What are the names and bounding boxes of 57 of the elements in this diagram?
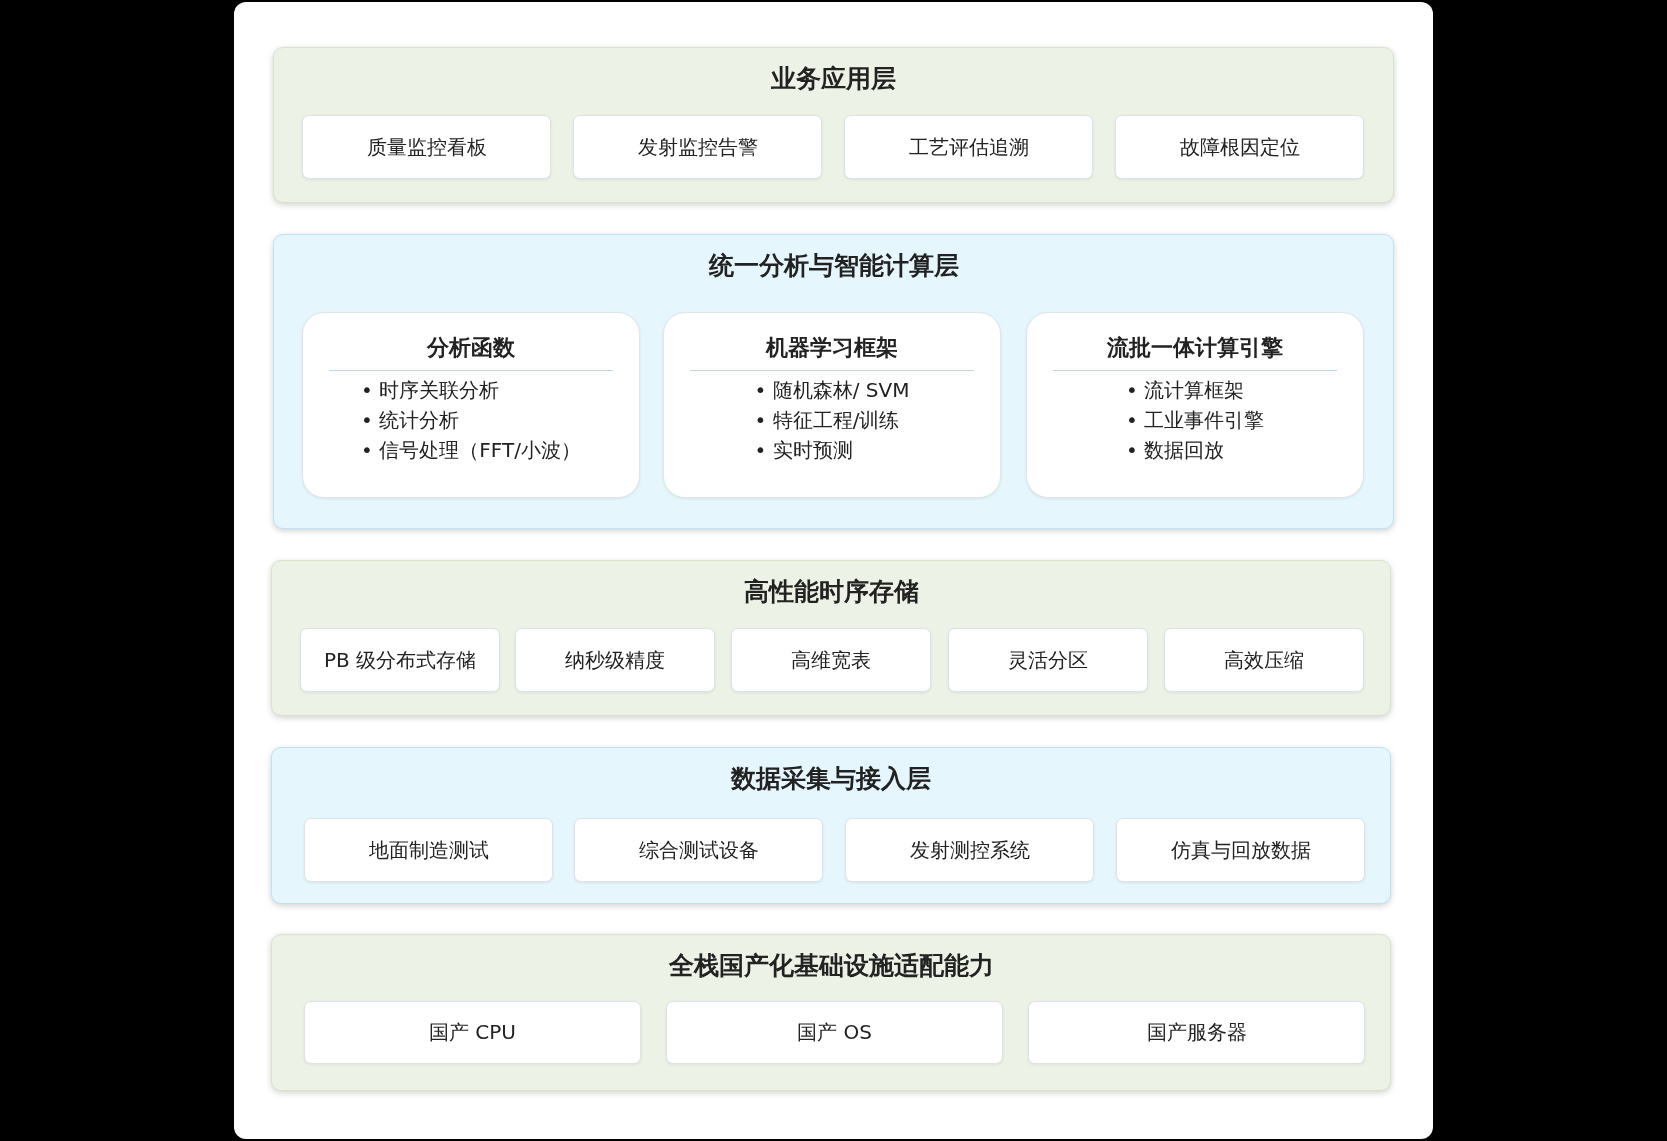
layer-panel: [273, 234, 1394, 529]
layer-title: 业务应用层: [770, 63, 897, 95]
feature-box: [1028, 1001, 1365, 1064]
feature-box: [731, 628, 931, 692]
feature-label: 灵活分区: [1008, 646, 1088, 674]
layer-panel: [271, 747, 1391, 904]
module-card: [302, 312, 640, 498]
feature-label: 高效压缩: [1224, 646, 1304, 674]
feature-label: 仿真与回放数据: [1170, 836, 1311, 864]
feature-label: 综合测试设备: [638, 836, 759, 864]
feature-label: PB 级分布式存储: [323, 646, 477, 674]
card-title: 流批一体计算引擎: [1106, 334, 1284, 362]
card-title: 机器学习框架: [764, 334, 899, 362]
layer-title: 高性能时序存储: [742, 576, 920, 608]
feature-box: [304, 1001, 641, 1064]
feature-label: 纳秒级精度: [565, 646, 665, 674]
bullet-item: • 时序关联分析: [361, 377, 500, 404]
bullet-item: • 信号处理（FFT/小波）: [361, 437, 581, 464]
feature-box: [304, 818, 553, 882]
feature-box: [574, 818, 823, 882]
feature-label: 发射测控系统: [909, 836, 1030, 864]
module-card: [1026, 312, 1364, 498]
feature-box: [666, 1001, 1003, 1064]
feature-box: [1116, 818, 1365, 882]
feature-box: [302, 115, 551, 179]
card-title: 分析函数: [426, 334, 516, 362]
bullet-item: • 统计分析: [361, 407, 460, 434]
feature-label: 工艺评估追溯: [908, 133, 1029, 161]
feature-box: [844, 115, 1093, 179]
feature-box: [573, 115, 822, 179]
bullet-item: • 随机森林/ SVM: [754, 377, 910, 404]
bullet-item: • 特征工程/训练: [754, 407, 900, 434]
bullet-item: • 流计算框架: [1125, 377, 1245, 404]
feature-label: 地面制造测试: [368, 836, 489, 864]
bullet-item: • 实时预测: [754, 437, 853, 464]
layer-title: 统一分析与智能计算层: [707, 250, 960, 282]
bullet-item: • 工业事件引擎: [1125, 407, 1265, 434]
feature-label: 发射监控告警: [637, 133, 758, 161]
feature-label: 国产 CPU: [429, 1019, 516, 1046]
feature-box: [1164, 628, 1364, 692]
feature-box: [948, 628, 1148, 692]
layer-title: 全栈国产化基础设施适配能力: [667, 950, 995, 982]
feature-box: [845, 818, 1094, 882]
layer-panel: [273, 47, 1394, 203]
layer-panel: [271, 934, 1391, 1091]
feature-label: 国产服务器: [1146, 1019, 1247, 1046]
feature-label: 国产 OS: [797, 1019, 872, 1046]
feature-label: 故障根因定位: [1179, 133, 1300, 161]
layer-title: 数据采集与接入层: [730, 763, 932, 795]
layer-panel: [271, 560, 1391, 716]
bullet-item: • 数据回放: [1125, 437, 1225, 464]
feature-box: [1115, 115, 1364, 179]
feature-label: 高维宽表: [791, 646, 871, 674]
feature-box: [300, 628, 500, 692]
feature-box: [515, 628, 715, 692]
feature-label: 质量监控看板: [366, 133, 487, 161]
module-card: [663, 312, 1001, 498]
